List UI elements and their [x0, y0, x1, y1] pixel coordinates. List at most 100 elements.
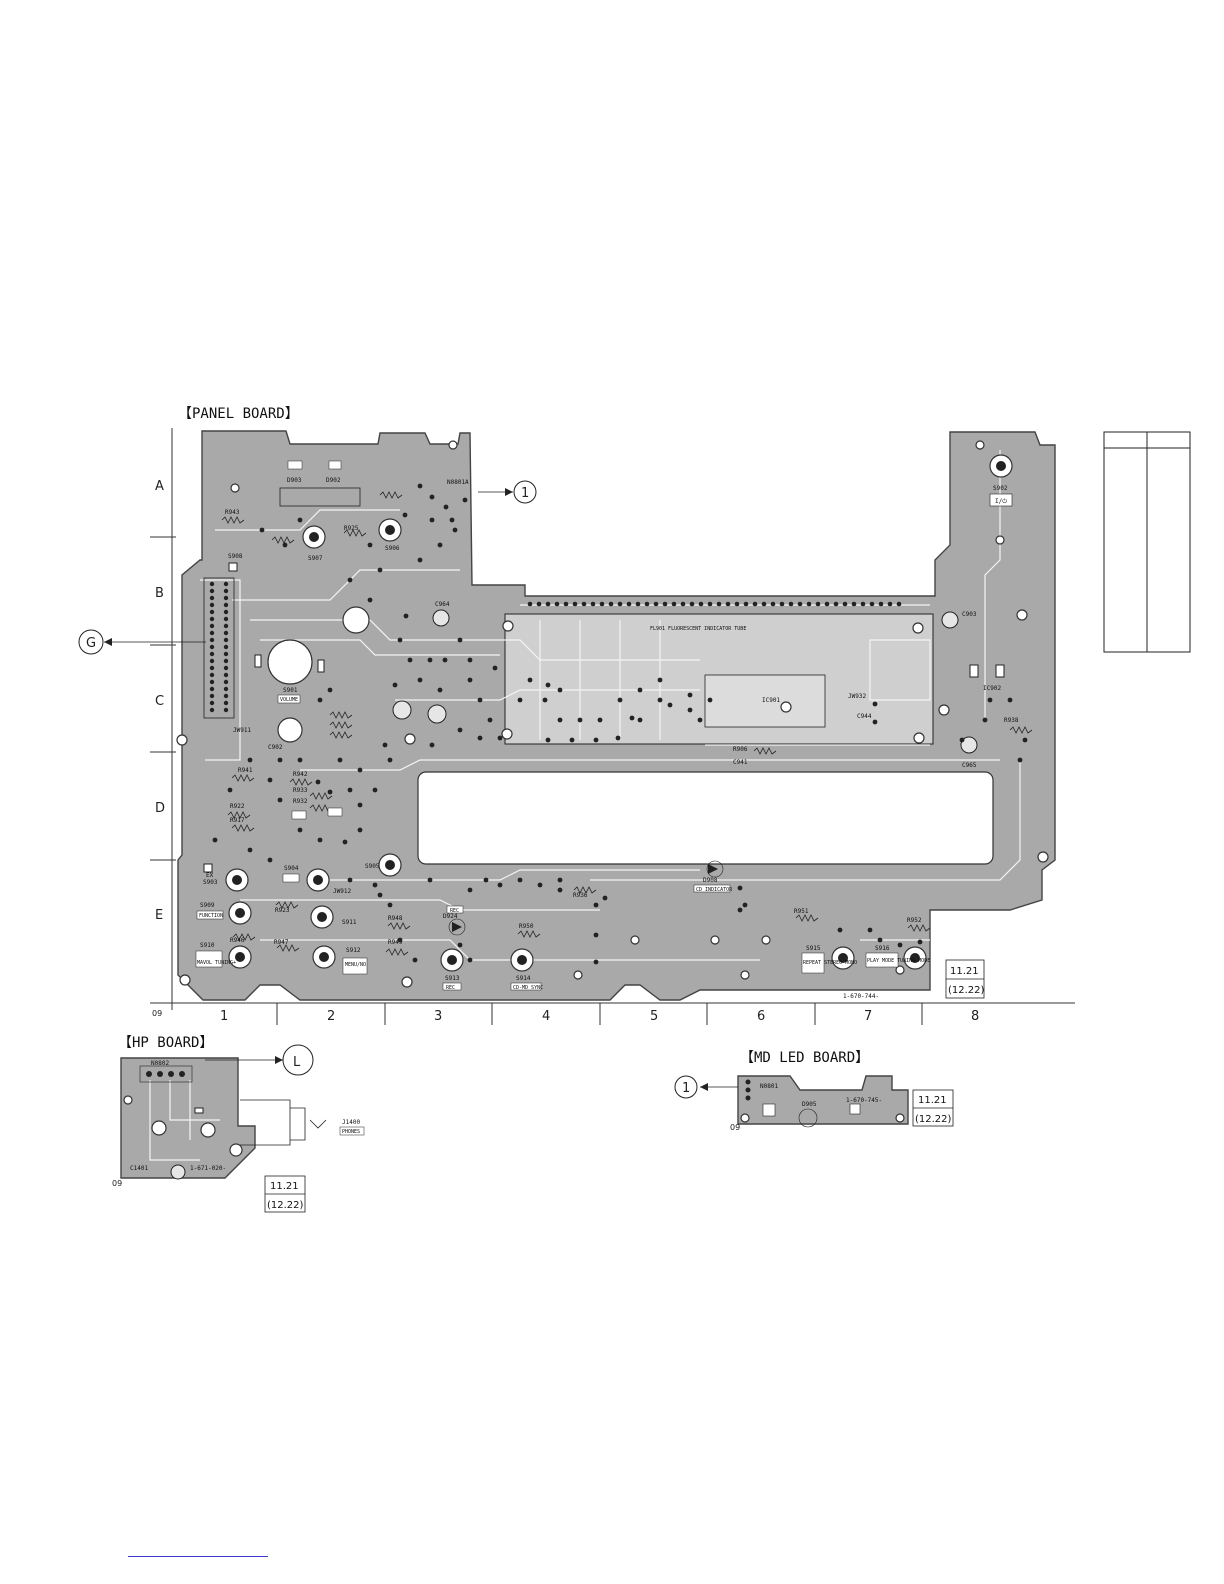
solder-pad	[897, 942, 903, 948]
resistor-symbol	[227, 811, 251, 819]
col-label-2: 2	[327, 1009, 335, 1024]
col-label-5: 5	[650, 1009, 658, 1024]
label-r952: R952	[907, 917, 922, 924]
fl-pin	[590, 601, 596, 607]
panel-version-b: (12.22)	[948, 985, 985, 996]
fl-pin	[896, 601, 902, 607]
solder-pad	[357, 802, 363, 808]
fl-pin	[608, 601, 614, 607]
solder-pad	[429, 742, 435, 748]
solder-pad	[437, 687, 443, 693]
solder-pad	[557, 877, 563, 883]
md-led-details	[740, 1079, 905, 1128]
solder-pad	[483, 877, 489, 883]
solder-pad	[537, 882, 543, 888]
fl-pin	[815, 601, 821, 607]
fl-pin	[644, 601, 650, 607]
panel-component-labels: R943 S908 S907 S906 D903 D902 N0801A R92…	[195, 477, 1019, 991]
fl-pin	[851, 601, 857, 607]
solder-pad	[687, 707, 693, 713]
solder-pad	[377, 892, 383, 898]
footer-link-underline[interactable]	[128, 1556, 268, 1557]
solder-pad	[407, 657, 413, 663]
cn911-pad	[223, 665, 229, 671]
side-table	[1103, 431, 1191, 653]
hp-jack: J1400 PHONES	[240, 1099, 365, 1146]
solder-pad	[417, 677, 423, 683]
label-r906: R906	[733, 746, 748, 753]
solder-pad	[429, 517, 435, 523]
label-s903: S903	[203, 879, 218, 886]
label-r949: R949	[388, 939, 403, 946]
solder-pad	[457, 727, 463, 733]
connector-1-panel: 1	[478, 480, 537, 504]
solder-pad	[457, 942, 463, 948]
solder-pad	[477, 697, 483, 703]
row-label-c: C	[155, 694, 164, 709]
fl-pin	[779, 601, 785, 607]
cn911-pad	[223, 707, 229, 713]
hp-version-b: (12.22)	[267, 1200, 304, 1211]
solder-pad	[412, 957, 418, 963]
fl-pin	[662, 601, 668, 607]
fl-pin-row	[527, 601, 902, 607]
fl-pin	[743, 601, 749, 607]
cn911-pad	[223, 581, 229, 587]
label-r917: R917	[230, 817, 245, 824]
cn911-pad	[209, 630, 215, 636]
solder-pad	[387, 902, 393, 908]
label-mavol: MAVOL TUNING+	[197, 960, 236, 966]
label-r932: R932	[293, 798, 308, 805]
cn911-pad	[209, 700, 215, 706]
solder-pad	[397, 937, 403, 943]
panel-part-no: 1-670-744-	[843, 993, 879, 1000]
label-jw912: JW912	[333, 888, 351, 895]
panel-capacitors	[392, 609, 978, 754]
cn911-pad	[223, 609, 229, 615]
label-d903: D903	[287, 477, 302, 484]
label-s915: S915	[806, 945, 821, 952]
solder-pad	[259, 527, 265, 533]
solder-pad	[417, 483, 423, 489]
md-led-label: D905	[802, 1101, 817, 1108]
label-d924: D924	[443, 913, 458, 920]
fl-pin	[824, 601, 830, 607]
fl-pin	[860, 601, 866, 607]
solder-pad	[1007, 697, 1013, 703]
solder-pad	[397, 637, 403, 643]
label-r933: R933	[293, 787, 308, 794]
solder-pad	[707, 697, 713, 703]
label-c964: C964	[435, 601, 450, 608]
fl-pin	[671, 601, 677, 607]
panel-resistors	[221, 491, 1033, 956]
resistor-symbol	[1009, 726, 1033, 734]
md-version-a: 11.21	[918, 1095, 947, 1106]
solder-pad	[657, 697, 663, 703]
row-label-e: E	[155, 908, 163, 923]
cn911-pad	[223, 672, 229, 678]
fl-pin	[761, 601, 767, 607]
solder-pad	[247, 757, 253, 763]
solder-pad	[1022, 737, 1028, 743]
label-d902: D902	[326, 477, 341, 484]
solder-pad	[227, 787, 233, 793]
solder-pad	[282, 542, 288, 548]
solder-pad	[297, 827, 303, 833]
solder-pad	[657, 677, 663, 683]
solder-pad	[315, 779, 321, 785]
solder-pad	[637, 687, 643, 693]
label-s906: S906	[385, 545, 400, 552]
fl-pin	[833, 601, 839, 607]
fl-pin	[653, 601, 659, 607]
label-s904: S904	[284, 865, 299, 872]
panel-board-title: 【PANEL BOARD】	[178, 406, 299, 422]
col-label-7: 7	[864, 1009, 872, 1024]
solder-pad	[629, 715, 635, 721]
cn911-pad	[209, 637, 215, 643]
cn911-outline	[203, 577, 235, 719]
cn911-pad	[223, 595, 229, 601]
cn911-pad	[223, 693, 229, 699]
label-menu: MENU/NO	[345, 962, 366, 968]
solder-pad	[427, 657, 433, 663]
resistor-symbol	[517, 930, 541, 938]
